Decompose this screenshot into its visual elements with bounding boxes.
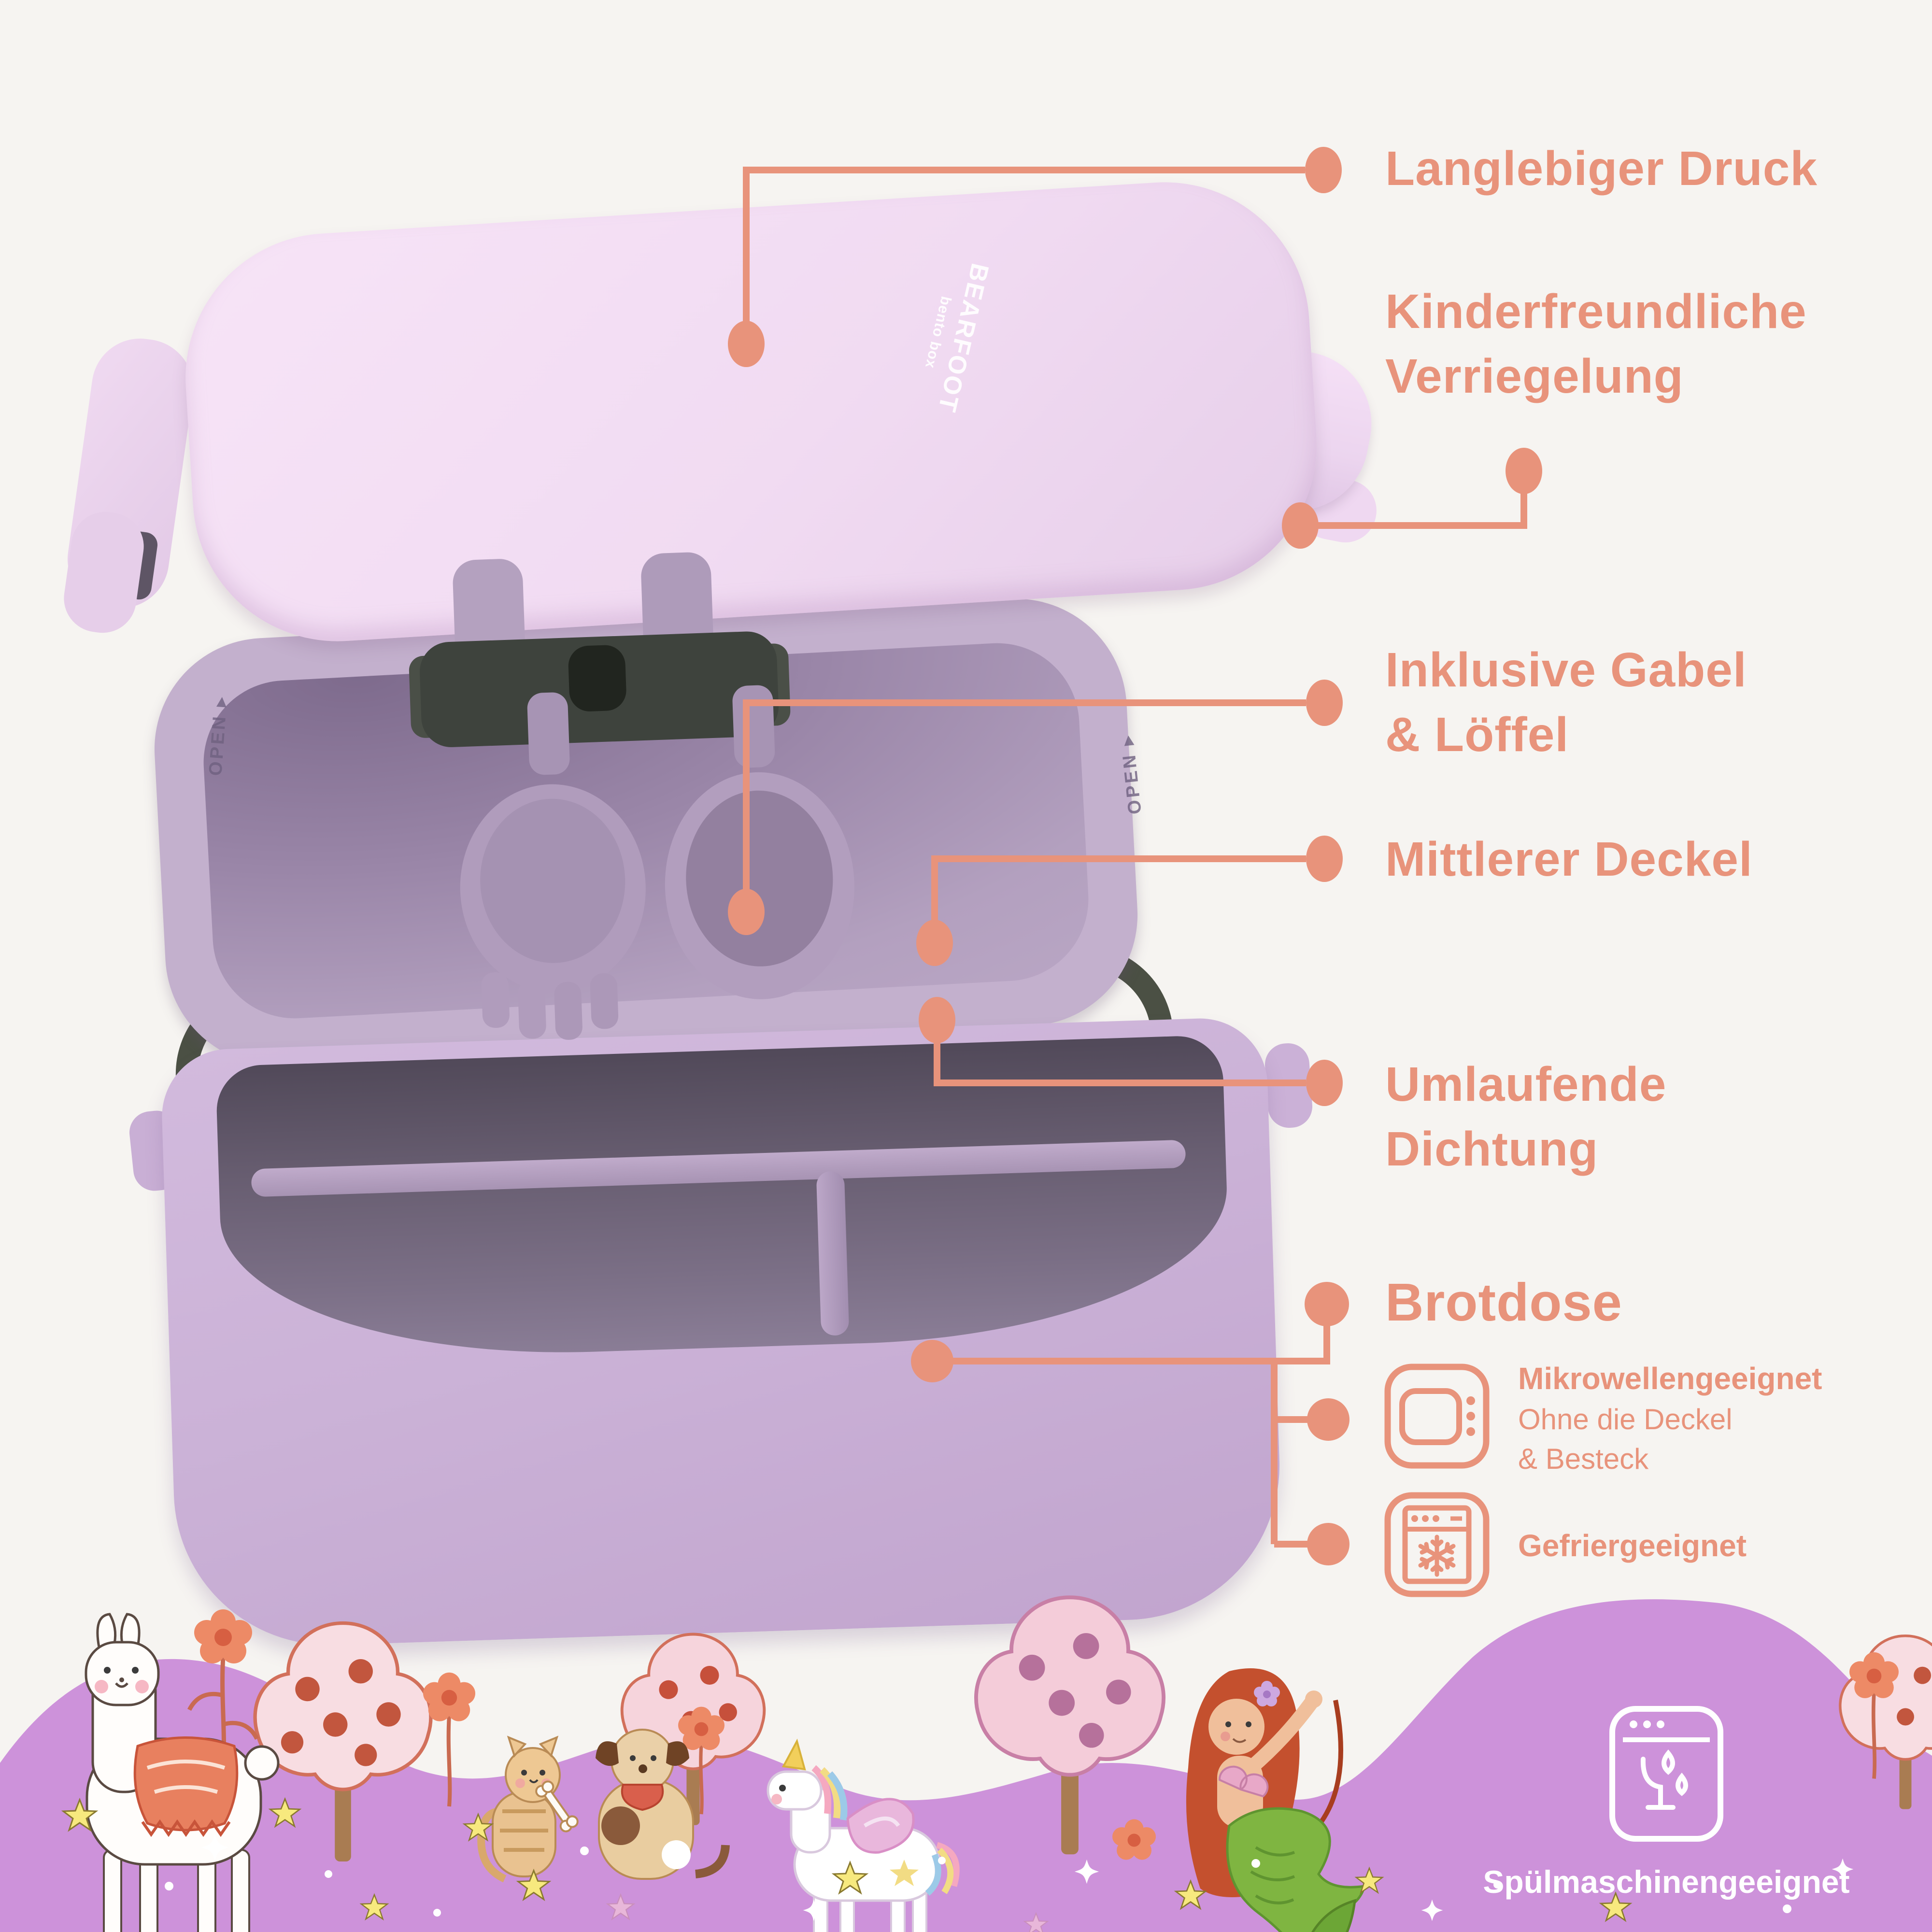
pink-stars xyxy=(606,1893,1049,1932)
flower xyxy=(1112,1819,1156,1860)
dog xyxy=(596,1729,730,1880)
apple-tree xyxy=(253,1621,433,1861)
unicorn-wing xyxy=(846,1798,915,1854)
flower xyxy=(678,1706,724,1815)
unicorn-illustration xyxy=(767,1738,960,1932)
cat xyxy=(477,1735,579,1883)
apple-tree xyxy=(1839,1634,1932,1809)
unicorn-horn xyxy=(781,1738,806,1771)
box-side-tab-right xyxy=(1264,1042,1314,1129)
shell-top xyxy=(1218,1765,1269,1798)
wine-glass xyxy=(1640,1749,1688,1810)
label-lunchbox: Brotdose xyxy=(1385,1273,1622,1332)
llama-blanket xyxy=(133,1736,239,1837)
label-durable-print: Langlebiger Druck xyxy=(1385,142,1818,196)
label-middle-lid: Mittlerer Deckel xyxy=(1385,832,1753,886)
white-sparkles xyxy=(165,1834,1854,1921)
label-child-lock: Kinderfreundliche Verriegelung xyxy=(1385,284,1807,403)
apple-tree xyxy=(974,1595,1166,1855)
feature-microwave-sub2: & Besteck xyxy=(1518,1443,1649,1475)
label-seal: Umlaufende Dichtung xyxy=(1385,1057,1667,1176)
flower xyxy=(187,1609,259,1763)
llama-head xyxy=(85,1613,160,1706)
feature-freezer-title: Gefriergeeignet xyxy=(1518,1528,1747,1563)
microwave-icon xyxy=(1384,1364,1490,1469)
middle-lid-surface xyxy=(199,639,1093,1023)
hair-flower xyxy=(1254,1681,1280,1706)
cat-and-dog-illustration xyxy=(477,1729,730,1883)
mermaid-illustration xyxy=(1186,1668,1366,1932)
snowflake xyxy=(1418,1534,1456,1577)
feature-microwave-sub1: Ohne die Deckel xyxy=(1518,1403,1733,1435)
apple-tree xyxy=(620,1633,766,1825)
flower xyxy=(1849,1652,1899,1779)
bone xyxy=(535,1780,579,1833)
compartment-divider-vertical xyxy=(816,1171,850,1336)
top-lid xyxy=(177,173,1325,650)
feature-microwave-title: Mikrowellengeeignet xyxy=(1518,1361,1822,1396)
label-fork-spoon: Inklusive Gabel & Löffel xyxy=(1385,643,1747,762)
flower xyxy=(423,1672,475,1807)
dishwasher-icon xyxy=(1609,1706,1723,1842)
feature-dishwasher-title: Spülmaschinengeeignet xyxy=(1483,1864,1850,1900)
purple-wave xyxy=(0,1599,1932,1932)
stars xyxy=(61,1797,1633,1922)
freezer-icon xyxy=(1384,1492,1490,1597)
connector-feature-bracket xyxy=(1271,1361,1308,1548)
llama-illustration xyxy=(85,1613,280,1932)
